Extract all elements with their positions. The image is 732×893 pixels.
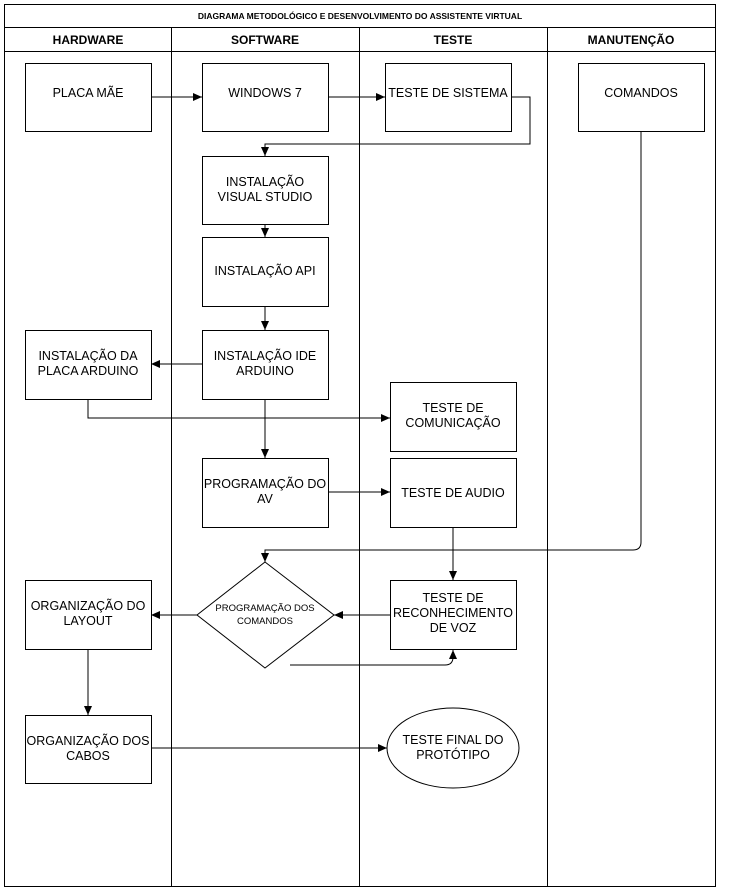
node-teste-de-audio-label: TESTE DE AUDIO (401, 486, 505, 500)
node-instalacao-api-label: INSTALAÇÃO API (214, 264, 315, 278)
lane-header-teste: TESTE (434, 33, 473, 47)
lane-header-software: SOFTWARE (231, 33, 299, 47)
node-comandos[interactable]: COMANDOS (578, 63, 705, 132)
node-placa-mae[interactable]: PLACA MÃE (25, 63, 152, 132)
lane-header-manutencao: MANUTENÇÃO (588, 32, 675, 47)
edge-teste-sistema-to-instalacao-vs (261, 96, 531, 156)
node-teste-de-audio[interactable]: TESTE DE AUDIO (390, 458, 517, 528)
diagram-title: DIAGRAMA METODOLÓGICO E DESENVOLVIMENTO … (198, 10, 522, 21)
edge-programacao-comandos-to-reconhecimento (290, 650, 457, 666)
node-windows-7-label: WINDOWS 7 (228, 86, 302, 100)
swimlane-frame (4, 4, 716, 887)
node-instalacao-api[interactable]: INSTALAÇÃO API (202, 237, 329, 307)
connectors (84, 93, 642, 752)
edge-placa-arduino-to-teste-comunicacao (87, 400, 390, 422)
edge-comandos-to-programacao-comandos (261, 131, 642, 562)
node-teste-de-sistema[interactable]: TESTE DE SISTEMA (385, 63, 512, 132)
node-placa-mae-label: PLACA MÃE (53, 86, 124, 100)
lane-header-hardware: HARDWARE (53, 33, 124, 47)
node-teste-de-sistema-label: TESTE DE SISTEMA (388, 86, 508, 100)
node-comandos-label: COMANDOS (604, 86, 678, 100)
node-windows-7[interactable]: WINDOWS 7 (202, 63, 329, 132)
